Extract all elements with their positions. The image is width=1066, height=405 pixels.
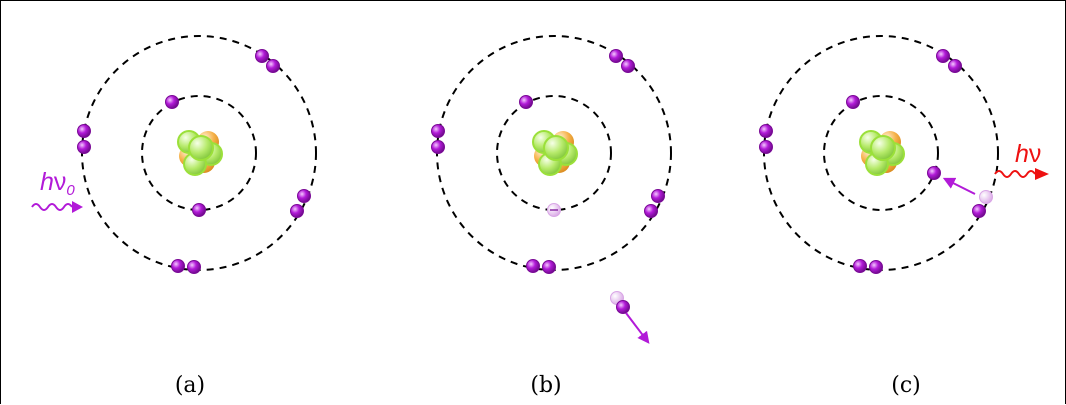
inner-orbit [496, 95, 612, 211]
vacated-electron [979, 190, 993, 204]
electron [853, 259, 867, 273]
nucleus [177, 130, 223, 176]
electron [266, 59, 280, 73]
electron [297, 189, 311, 203]
electron [255, 49, 269, 63]
electron [759, 140, 773, 154]
photon-in-label: hν0 [40, 168, 75, 199]
transition-arrow [942, 177, 976, 195]
electron [290, 204, 304, 218]
electron [936, 49, 950, 63]
incoming-photon-arrowhead [72, 201, 83, 213]
electron [644, 204, 658, 218]
electron [77, 140, 91, 154]
panel-c: hν (c) [759, 35, 1049, 398]
electron [972, 204, 986, 218]
electron [609, 49, 623, 63]
electron [651, 189, 665, 203]
panel-a: hν0 (a) [31, 35, 317, 398]
panel-label-b: (b) [530, 373, 561, 398]
inner-orbit [141, 95, 257, 211]
electron [759, 124, 773, 138]
electron [171, 259, 185, 273]
electron [77, 124, 91, 138]
electron [165, 95, 179, 109]
emitted-photon-arrowhead [1035, 168, 1049, 180]
electron [431, 140, 445, 154]
inner-orbit [823, 95, 939, 211]
incoming-photon-wave [31, 203, 73, 211]
electron [948, 59, 962, 73]
electron [431, 124, 445, 138]
electron [192, 203, 206, 217]
transitioned-electron [927, 166, 941, 180]
electron [519, 95, 533, 109]
photon-out-label: hν [1015, 140, 1041, 168]
emitted-photon-wave [994, 170, 1036, 178]
nucleus [532, 130, 578, 176]
ejection-arrow [625, 312, 650, 344]
ejected-electron [616, 300, 630, 314]
panel-label-a: (a) [175, 373, 205, 398]
electron [869, 260, 883, 274]
electron [621, 59, 635, 73]
electron [187, 260, 201, 274]
electron [526, 259, 540, 273]
electron [542, 260, 556, 274]
panel-b: (b) [431, 35, 672, 398]
nucleus [859, 130, 905, 176]
electron [846, 95, 860, 109]
panel-label-c: (c) [891, 373, 921, 398]
